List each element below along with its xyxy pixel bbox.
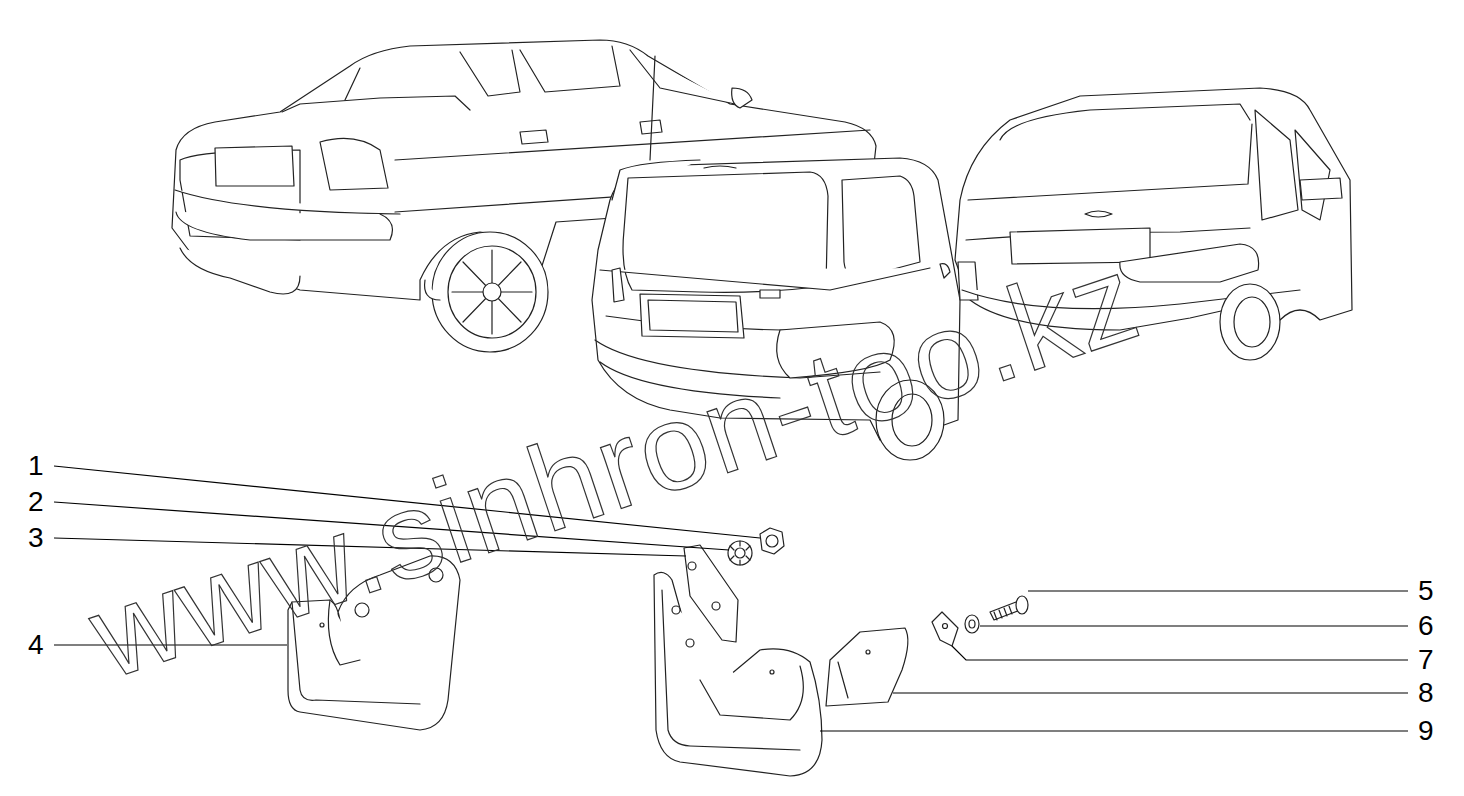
spring-clip — [932, 612, 958, 646]
callout-number: 8 — [1418, 679, 1434, 707]
watermark: www.sinhron-too.kz — [77, 235, 1153, 698]
mudflap-rear — [654, 572, 822, 776]
callout-number: 4 — [28, 631, 44, 659]
callout-number: 9 — [1418, 717, 1434, 745]
callout-number: 1 — [28, 452, 44, 480]
mudguard-shield — [826, 628, 908, 706]
callout-number: 3 — [28, 524, 44, 552]
callout-number: 6 — [1418, 612, 1434, 640]
callout-number: 5 — [1418, 577, 1434, 605]
callout-number: 7 — [1418, 646, 1434, 674]
callout-number: 2 — [28, 488, 44, 516]
nut-and-washer — [728, 528, 784, 565]
washer — [965, 615, 979, 633]
